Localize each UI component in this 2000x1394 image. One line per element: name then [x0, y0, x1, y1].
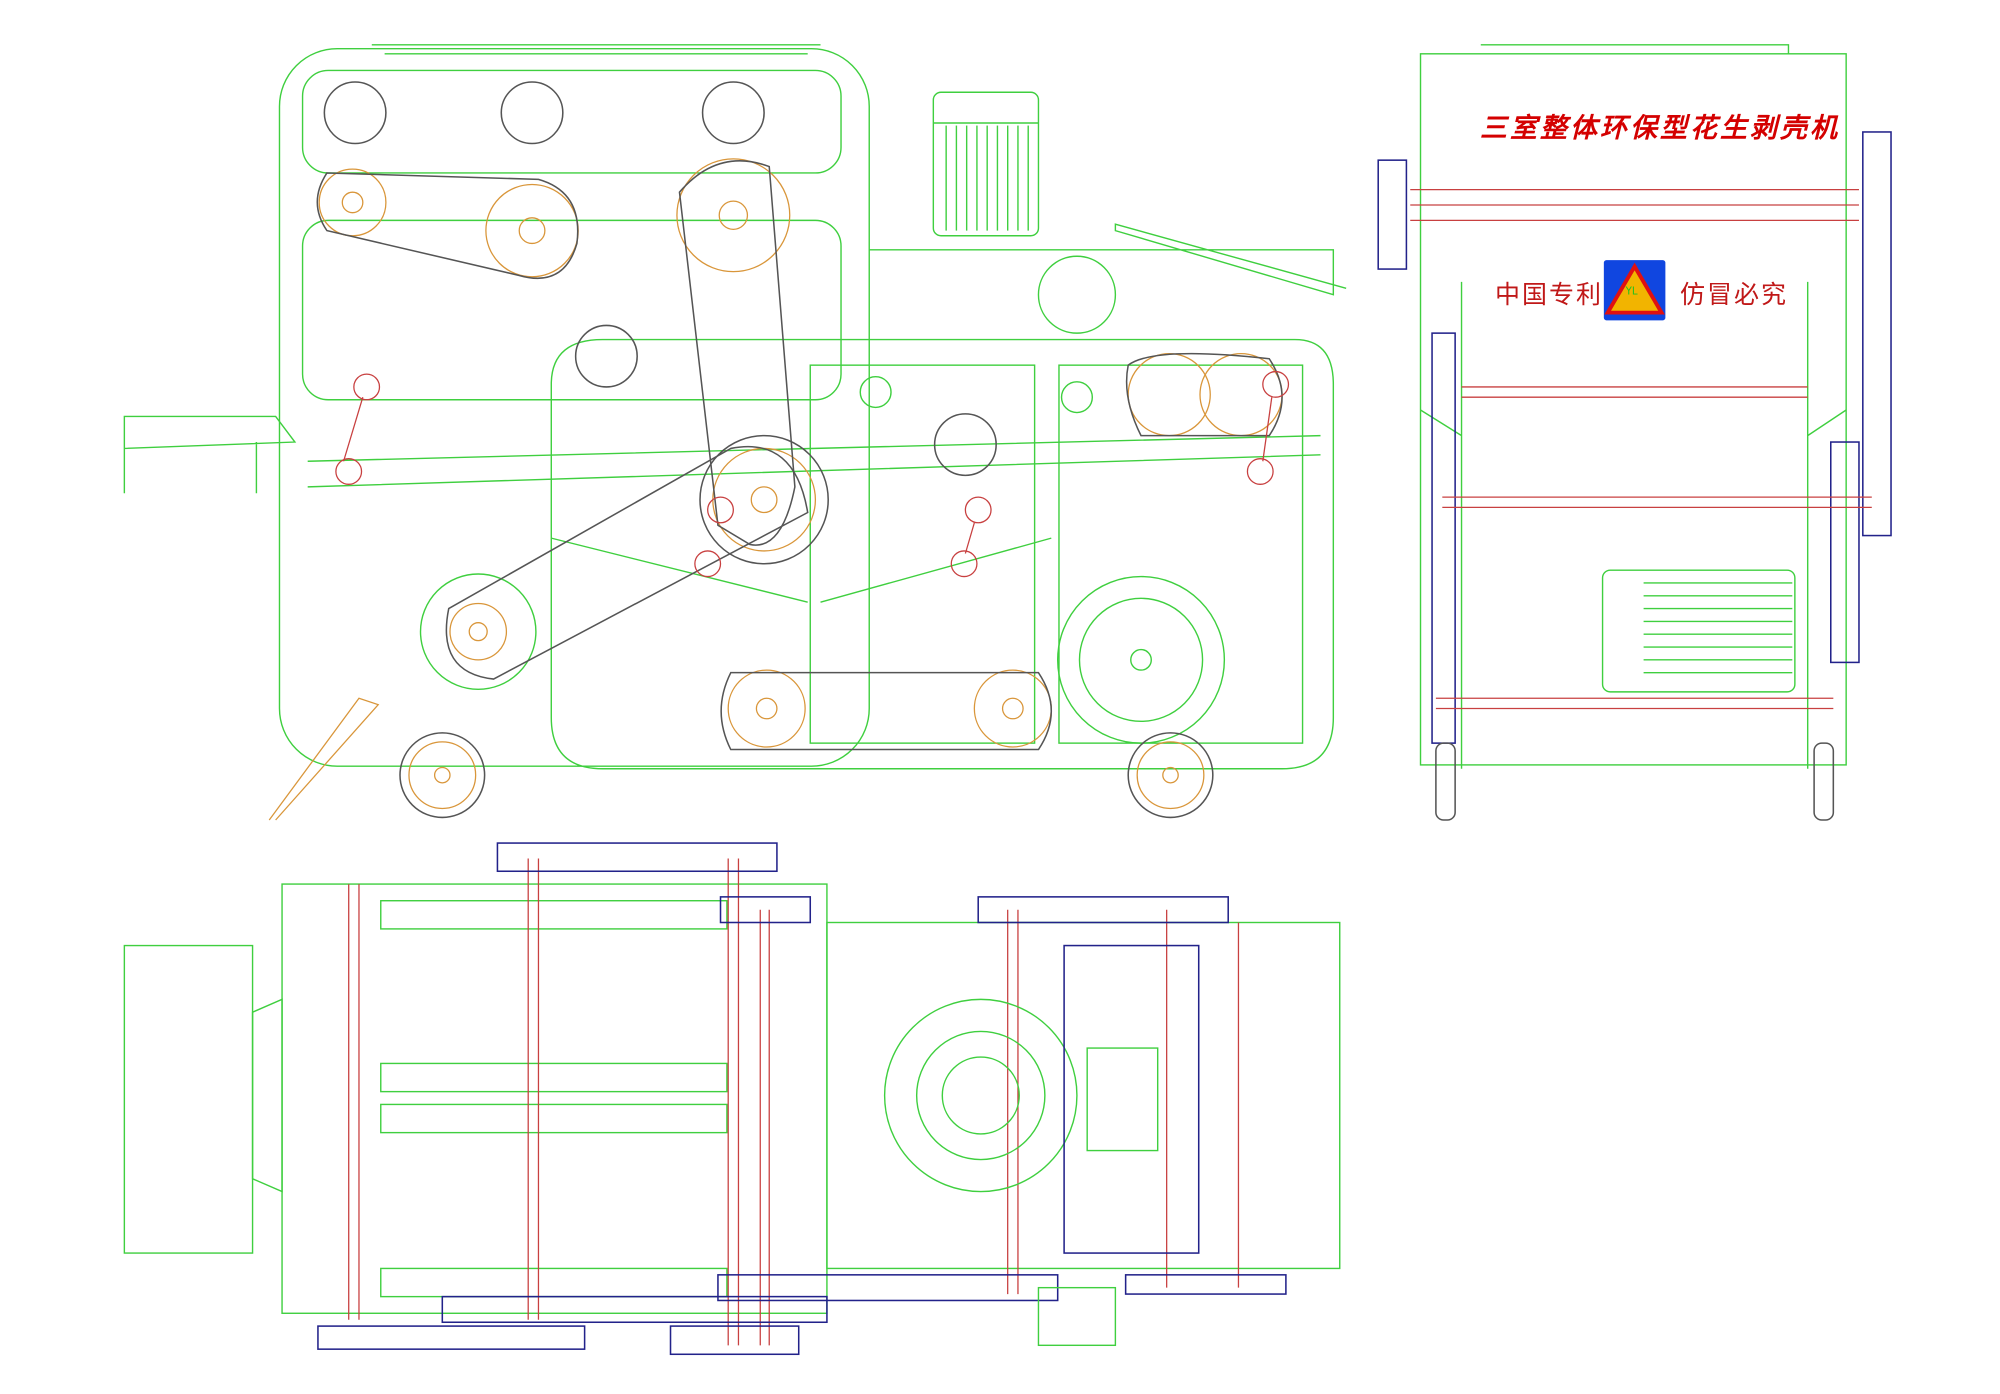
svg-text:YL: YL	[1625, 286, 1638, 298]
wheels	[399, 732, 1214, 819]
motor-front	[1601, 569, 1796, 693]
patent-logo: YL	[1603, 260, 1666, 321]
motor-top	[932, 91, 1040, 237]
links	[335, 370, 1290, 578]
patent-label: 中国专利	[1495, 280, 1604, 309]
belts	[316, 160, 1283, 751]
drawing-title: 三室整体环保型花生剥壳机	[1480, 113, 1840, 144]
pulleys	[318, 81, 1283, 748]
front-view: YL	[1377, 44, 1892, 821]
counterfeit-warning: 仿冒必究	[1680, 280, 1789, 309]
side-view	[123, 44, 1347, 821]
grate-slots	[380, 900, 728, 1298]
top-view	[123, 842, 1341, 1356]
